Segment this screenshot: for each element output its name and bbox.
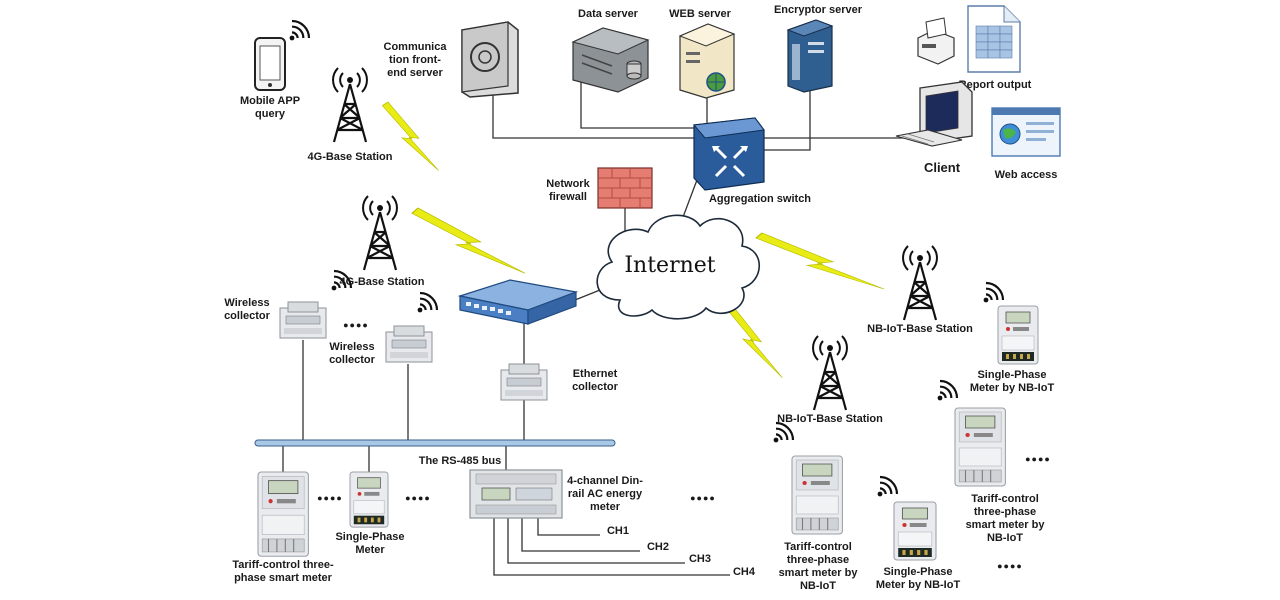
meter-dots-1: ●●●● bbox=[317, 493, 343, 503]
phone-icon bbox=[254, 37, 286, 91]
channel-label-1: CH1 bbox=[607, 525, 629, 537]
report-document-icon bbox=[967, 5, 1021, 73]
meter-dots-5: ●●●● bbox=[997, 561, 1023, 571]
report-output-label: Report output bbox=[959, 79, 1032, 91]
meter-dots-4: ●●●● bbox=[1025, 454, 1051, 464]
cloud-icon bbox=[596, 214, 760, 320]
signal-icon bbox=[982, 278, 1008, 304]
tower-icon bbox=[811, 334, 849, 412]
web-access-label: Web access bbox=[995, 169, 1058, 181]
rs485-bus bbox=[254, 439, 616, 447]
base-station-label-mid: 4G-Base Station bbox=[340, 276, 425, 288]
collector-icon bbox=[279, 301, 327, 339]
channel-label-2: CH2 bbox=[647, 541, 669, 553]
encryptor-server-icon bbox=[786, 19, 834, 93]
aggregation-switch-label: Aggregation switch bbox=[709, 193, 811, 205]
din-rail-meter-icon bbox=[469, 469, 563, 519]
printer-icon bbox=[917, 17, 955, 65]
tower-icon bbox=[901, 244, 939, 322]
web-server-label: WEB server bbox=[669, 8, 731, 20]
meter-dots-3: ●●●● bbox=[690, 493, 716, 503]
tower-icon bbox=[331, 66, 369, 144]
meter-dots-2: ●●●● bbox=[405, 493, 431, 503]
signal-icon bbox=[936, 376, 962, 402]
tariff-meter-bus-label: Tariff-control three-phase smart meter bbox=[232, 559, 334, 584]
browser-icon bbox=[991, 107, 1061, 157]
meter-icon bbox=[791, 455, 843, 535]
nbiot-station-label-right: NB-IoT-Base Station bbox=[867, 323, 973, 335]
internet-label: Internet bbox=[624, 253, 715, 278]
signal-icon bbox=[876, 472, 902, 498]
meter-icon bbox=[257, 471, 309, 557]
computer-icon bbox=[895, 81, 973, 147]
web-server-icon bbox=[678, 23, 736, 99]
encryptor-server-label: Encryptor server bbox=[774, 4, 863, 16]
tower-icon bbox=[361, 194, 399, 272]
client-label: Client bbox=[924, 160, 961, 175]
channel-label-4: CH4 bbox=[733, 566, 756, 578]
signal-icon bbox=[288, 16, 314, 42]
meter-icon bbox=[954, 407, 1006, 487]
meter-icon bbox=[997, 305, 1039, 365]
collector-dots: ●●●● bbox=[343, 320, 369, 330]
nbiot-station-label-mid: NB-IoT-Base Station bbox=[777, 413, 883, 425]
channel-label-3: CH3 bbox=[689, 553, 711, 565]
meter-icon bbox=[349, 471, 389, 528]
meter-icon bbox=[893, 501, 937, 561]
collector-icon bbox=[500, 363, 548, 401]
data-server-label: Data server bbox=[578, 8, 639, 20]
hub-icon bbox=[457, 279, 579, 325]
base-station-label-top: 4G-Base Station bbox=[308, 151, 393, 163]
rs485-bus-label: The RS-485 bus bbox=[419, 455, 502, 467]
collector-icon bbox=[385, 325, 433, 363]
switch-icon bbox=[693, 117, 765, 191]
data-server-icon bbox=[571, 27, 650, 93]
firewall-icon bbox=[597, 167, 653, 209]
comm-server-icon bbox=[461, 21, 519, 98]
signal-icon bbox=[416, 288, 442, 314]
